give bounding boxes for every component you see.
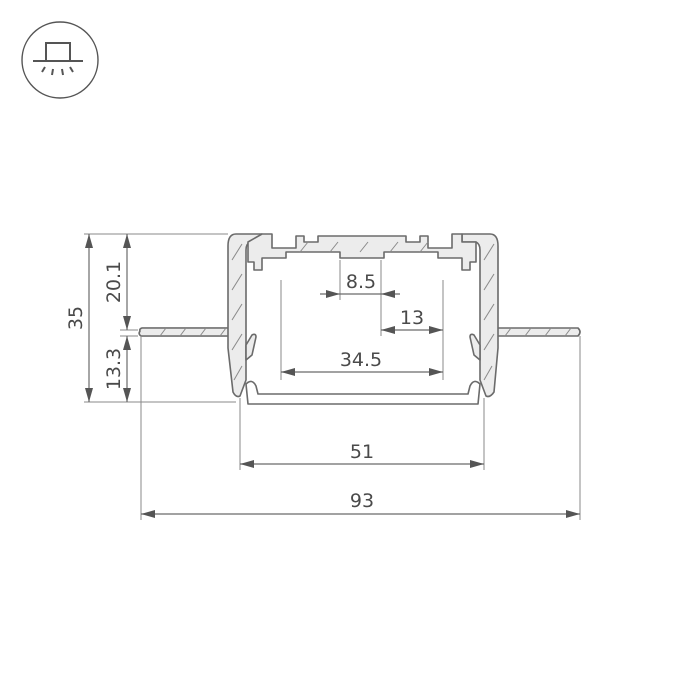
dim-lower-height: 13.3: [103, 348, 125, 390]
dimension-lines: [85, 234, 580, 518]
profile-cross-section: [138, 233, 581, 405]
dim-inner-width: 34.5: [340, 349, 382, 371]
dim-side-slot-offset: 13: [400, 307, 424, 329]
dim-overall-width: 93: [350, 490, 374, 512]
dim-body-width: 51: [350, 441, 374, 463]
extension-lines: [84, 233, 581, 520]
dim-total-height: 35: [65, 306, 87, 330]
recessed-light-icon: [21, 21, 99, 99]
dim-inner-slot-width: 8.5: [346, 271, 376, 293]
dim-upper-height: 20.1: [103, 261, 125, 303]
